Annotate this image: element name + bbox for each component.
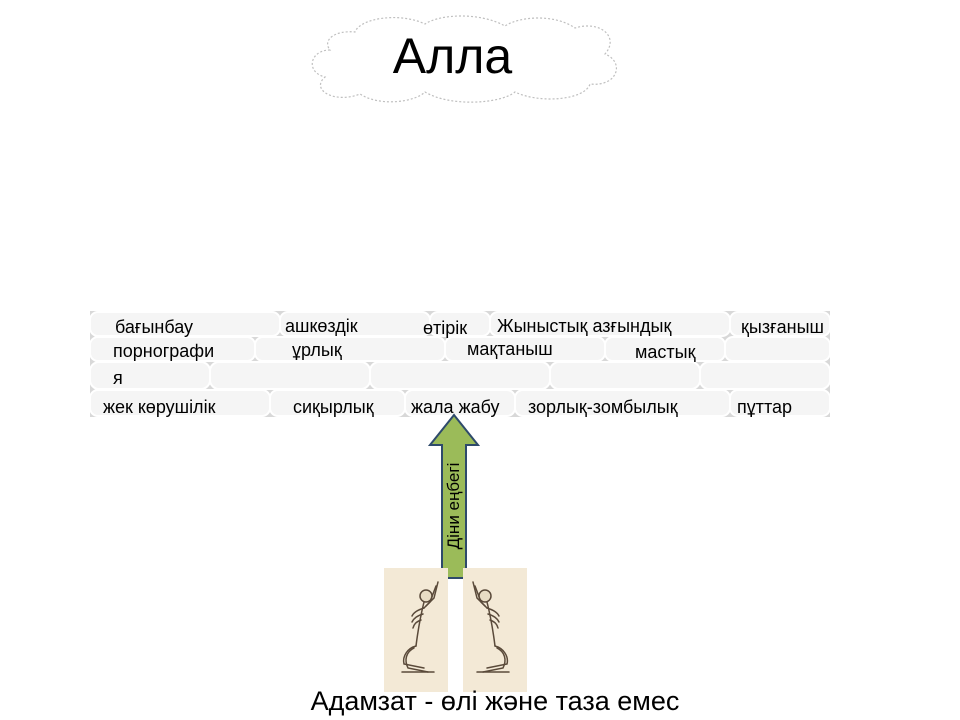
kneeling-skeleton-image-right (463, 568, 527, 692)
sin-hatred: жек көрушілік (103, 397, 216, 417)
sin-idols: пұттар (737, 397, 793, 417)
arrow-label-religious-works: Діни еңбегі (444, 462, 463, 550)
sin-boasting: мақтаныш (467, 339, 553, 359)
sin-gluttony: ашкөздік (285, 316, 358, 336)
sin-violence: зорлық-зомбылық (528, 397, 678, 417)
sin-theft: ұрлық (292, 340, 342, 360)
up-arrow-icon (427, 413, 481, 579)
sin-sexual-immorality: Жыныстық азғындық (497, 316, 672, 336)
sin-drunkenness: мастық (635, 342, 696, 362)
kneeling-skeleton-image-left (384, 568, 448, 692)
sin-lying: өтірік (423, 318, 468, 338)
sin-disobedience: бағынбау (115, 317, 194, 337)
caption-humanity: Адамзат - өлі және таза емес (310, 686, 680, 716)
sin-slander: жала жабу (411, 397, 500, 417)
sin-pornography-line2: я (113, 368, 123, 388)
sin-jealousy: қызғаныш (741, 317, 824, 337)
title-god: Алла (392, 28, 513, 84)
stone-wall (90, 311, 830, 417)
sin-pornography-line1: порнографи (113, 341, 215, 361)
cloud-shape (311, 15, 617, 103)
sin-sorcery: сиқырлық (293, 397, 374, 417)
